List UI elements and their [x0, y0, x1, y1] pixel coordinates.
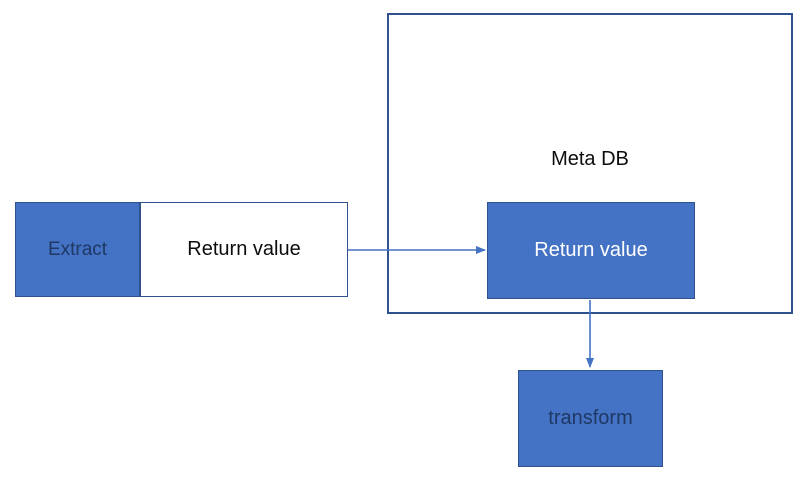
meta-db-label: Meta DB [551, 148, 629, 170]
transform-box: transform [518, 370, 663, 467]
return-value-meta-box-label: Return value [534, 239, 648, 261]
return-value-meta-box: Return value [487, 202, 695, 299]
extract-box: Extract [15, 202, 140, 297]
extract-box-label: Extract [47, 238, 108, 260]
return-value-left-box-label: Return value [187, 238, 301, 260]
return-value-left-box: Return value [140, 202, 348, 297]
transform-box-label: transform [548, 407, 633, 429]
